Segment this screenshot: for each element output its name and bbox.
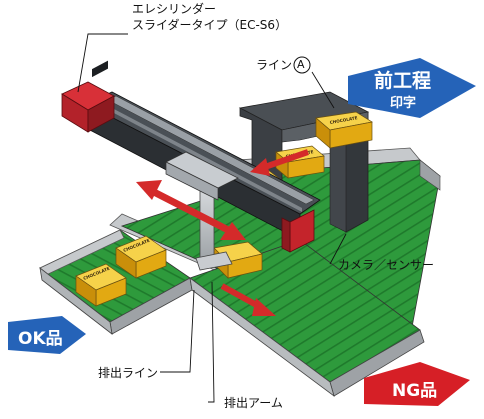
badge-prev-process-title: 前工程	[374, 70, 432, 92]
motion-arrows	[136, 149, 309, 316]
badge-ok	[8, 316, 86, 354]
box-label: CHOCOLATE	[329, 115, 358, 125]
box-ok-1: CHOCOLATE	[115, 235, 167, 279]
slider-actuator	[61, 60, 321, 253]
badge-prev-process	[348, 58, 476, 118]
badge-ng-text: NG品	[392, 381, 438, 401]
leader-eject-arm	[208, 281, 215, 403]
cylinder-label-line1: エレシリンダー	[132, 2, 217, 16]
leader-cylinder	[77, 33, 128, 93]
eject-arm-label: 排出アーム	[224, 396, 283, 410]
leader-lines	[77, 33, 347, 403]
leader-line-a	[311, 71, 335, 109]
line-label: ライン	[256, 58, 293, 72]
eject-arm	[195, 187, 233, 271]
badge-ng	[364, 362, 470, 406]
ng-line-conveyor	[189, 239, 425, 398]
cylinder-label-line2: スライダータイプ（EC-S6）	[132, 18, 288, 32]
line-a-letter: A	[297, 58, 305, 71]
arrow-ng-flow	[220, 283, 276, 316]
leader-camera	[329, 233, 347, 265]
arrow-main-flow	[250, 149, 309, 176]
badge-prev-process-sub: 印字	[390, 96, 417, 111]
badge-ok-text: OK品	[18, 329, 63, 349]
eject-line-label: 排出ライン	[98, 366, 159, 380]
box-main-1: CHOCOLATE	[315, 111, 373, 149]
camera-sensor-label: カメラ／センサー	[338, 258, 435, 272]
line-a-circle	[293, 56, 311, 74]
leader-eject-line	[160, 289, 195, 373]
double-arrow-slider-motion	[136, 180, 246, 240]
